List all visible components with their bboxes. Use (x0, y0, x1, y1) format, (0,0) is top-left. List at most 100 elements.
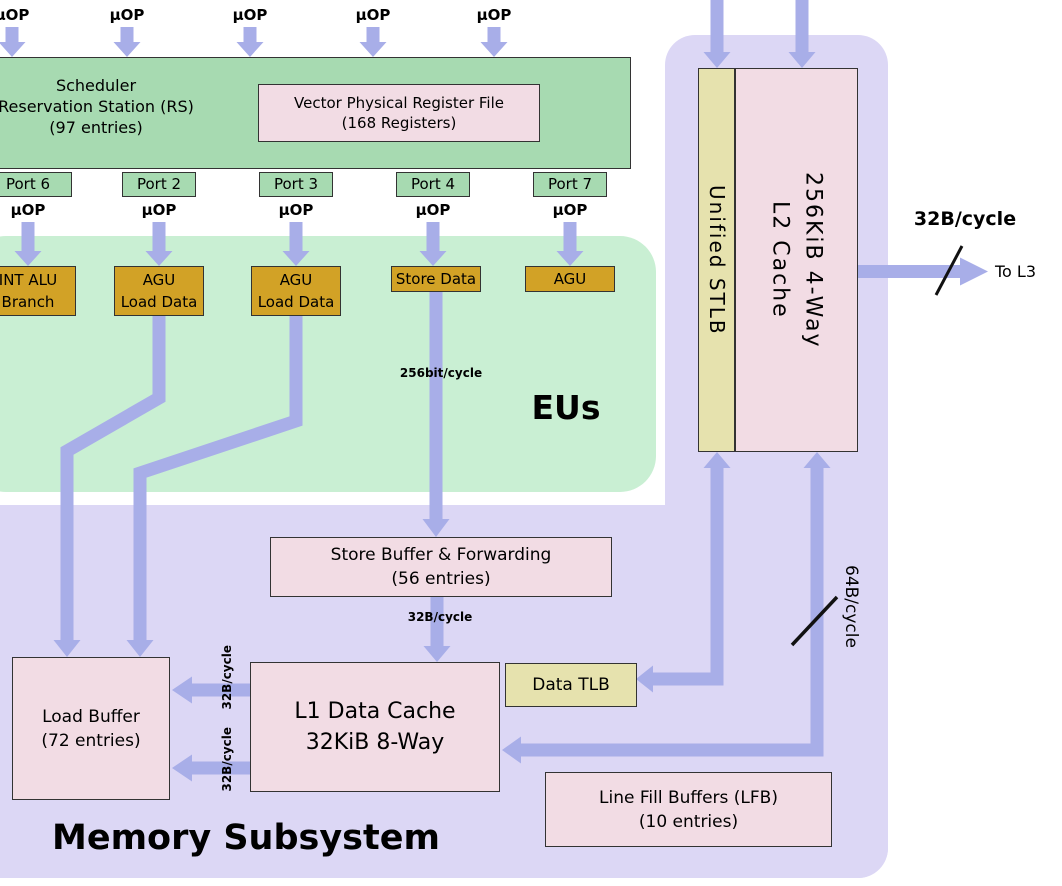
eu-agu-load-box-1: AGU Load Data (114, 266, 204, 316)
scheduler-line2: Reservation Station (RS) (0, 97, 194, 116)
eu-line1: Store Data (395, 269, 477, 288)
eu-agu-box-3: AGU (525, 266, 615, 292)
vprf-line2: (168 Registers) (341, 114, 457, 132)
scheduler-line1: Scheduler (55, 76, 137, 95)
l1-arrowhead-left (502, 736, 521, 764)
l1-lb-bandwidth-label-bottom: 32B/cycle (213, 712, 240, 807)
eu-line1: INT ALU (0, 271, 58, 289)
store-data-arrow (422, 292, 450, 537)
eu-line2: Branch (1, 293, 55, 311)
eu-line2: Load Data (120, 293, 198, 311)
load-buffer-line2: (72 entries) (41, 730, 141, 751)
l1-lb-bandwidth-label-top: 32B/cycle (213, 630, 240, 725)
l2-l1-bandwidth-text: 64B/cycle (841, 565, 861, 648)
l2-l1-bandwidth-label: 64B/cycle (836, 544, 866, 669)
memory-subsystem-title: Memory Subsystem (52, 818, 440, 858)
data-tlb-label: Data TLB (532, 674, 610, 695)
vprf-line1: Vector Physical Register File (294, 94, 504, 112)
l2-cache-box: L2 Cache 256KiB 4-Way (735, 68, 858, 452)
store-buffer-box: Store Buffer & Forwarding (56 entries) (270, 537, 612, 597)
load-buffer-line1: Load Buffer (42, 706, 140, 727)
unified-stlb-box: Unified STLB (698, 68, 735, 452)
agu-load-arrowhead-2 (126, 640, 154, 657)
eu-int-alu-branch-box: INT ALU Branch (0, 266, 76, 316)
l1-line1: L1 Data Cache (294, 699, 456, 724)
l2-to-l3-arrow (858, 257, 988, 286)
uop-label: μOP (141, 201, 177, 219)
store-bandwidth-label: 256bit/cycle (399, 366, 483, 380)
uop-arrow-down-icon (480, 27, 508, 57)
port-arrow-down-icon (145, 222, 173, 266)
load-buffer-box: Load Buffer (72 entries) (12, 657, 170, 800)
dtlb-arrowhead-left (636, 665, 653, 693)
l2-label: L2 Cache 256KiB 4-Way (764, 172, 830, 349)
port-arrow-down-icon (282, 222, 310, 266)
uop-label: μOP (10, 201, 46, 219)
port-arrow-down-icon (419, 222, 447, 266)
eu-store-data-box: Store Data (391, 266, 481, 292)
port-label: Port 7 (547, 175, 593, 194)
uop-label: μOP (232, 6, 268, 24)
bandwidth-slash-l3 (934, 245, 964, 296)
eu-agu-load-box-2: AGU Load Data (251, 266, 341, 316)
scheduler-label: Scheduler Reservation Station (RS) (97 e… (0, 75, 206, 138)
to-l3-label: To L3 (995, 262, 1037, 281)
lfb-line2: (10 entries) (638, 811, 739, 832)
l1-l2-connector (519, 467, 824, 757)
l3-bandwidth-label: 32B/cycle (913, 208, 1017, 230)
eu-line1: AGU (279, 271, 313, 289)
eu-line2: Load Data (257, 293, 335, 311)
l1-line2: 32KiB 8-Way (305, 730, 445, 755)
port-box-7: Port 7 (533, 172, 607, 197)
port-label: Port 3 (273, 175, 319, 194)
uop-label: μOP (355, 6, 391, 24)
agu-load-arrow-2 (133, 316, 303, 642)
l1-lb-bandwidth-text-bottom: 32B/cycle (219, 727, 234, 792)
agu-load-arrowhead-1 (53, 640, 81, 657)
uop-label: μOP (278, 201, 314, 219)
port-label: Port 4 (410, 175, 456, 194)
l1-to-loadbuffer-arrow-bottom (172, 754, 250, 782)
port-box-2: Port 2 (122, 172, 196, 197)
bandwidth-slash-l2 (790, 595, 839, 647)
agu-load-arrow-1 (60, 316, 166, 642)
port-arrow-down-icon (556, 222, 584, 266)
l1-lb-bandwidth-text-top: 32B/cycle (219, 645, 234, 710)
l2-arrowhead-up (803, 452, 831, 468)
eu-line1: AGU (142, 271, 176, 289)
l2-line1: L2 Cache (767, 201, 793, 319)
uop-arrow-down-icon (0, 27, 26, 57)
port-label: Port 6 (5, 175, 51, 194)
uop-label: μOP (476, 6, 512, 24)
l1-to-loadbuffer-arrow-top (172, 676, 250, 704)
uop-label: μOP (552, 201, 588, 219)
uop-label: μOP (415, 201, 451, 219)
uop-label: μOP (109, 6, 145, 24)
l1-data-cache-box: L1 Data Cache 32KiB 8-Way (250, 662, 500, 792)
l2-line2: 256KiB 4-Way (800, 171, 826, 349)
storebuffer-to-l1-arrow (423, 597, 451, 662)
uop-arrow-down-icon (359, 27, 387, 57)
lfb-line1: Line Fill Buffers (LFB) (599, 787, 778, 808)
stlb-in-arrow (703, 0, 731, 68)
dtlb-stlb-connector (650, 467, 724, 686)
storebuffer-l1-bandwidth-label: 32B/cycle (407, 610, 473, 624)
port-box-3: Port 3 (259, 172, 333, 197)
port-box-6: Port 6 (0, 172, 72, 197)
eus-title: EUs (531, 388, 601, 427)
eu-line1: AGU (553, 269, 587, 288)
vector-prf-box: Vector Physical Register File (168 Regis… (258, 84, 540, 142)
port-box-4: Port 4 (396, 172, 470, 197)
port-label: Port 2 (136, 175, 182, 194)
store-buffer-line2: (56 entries) (391, 569, 491, 589)
l2-in-arrow (788, 0, 816, 68)
stlb-arrowhead-up (703, 452, 731, 468)
uop-arrow-down-icon (236, 27, 264, 57)
line-fill-buffers-box: Line Fill Buffers (LFB) (10 entries) (545, 772, 832, 847)
store-buffer-line1: Store Buffer & Forwarding (330, 545, 552, 565)
scheduler-line3: (97 entries) (49, 118, 143, 137)
port-arrow-down-icon (14, 222, 42, 266)
uop-label: μOP (0, 6, 30, 24)
